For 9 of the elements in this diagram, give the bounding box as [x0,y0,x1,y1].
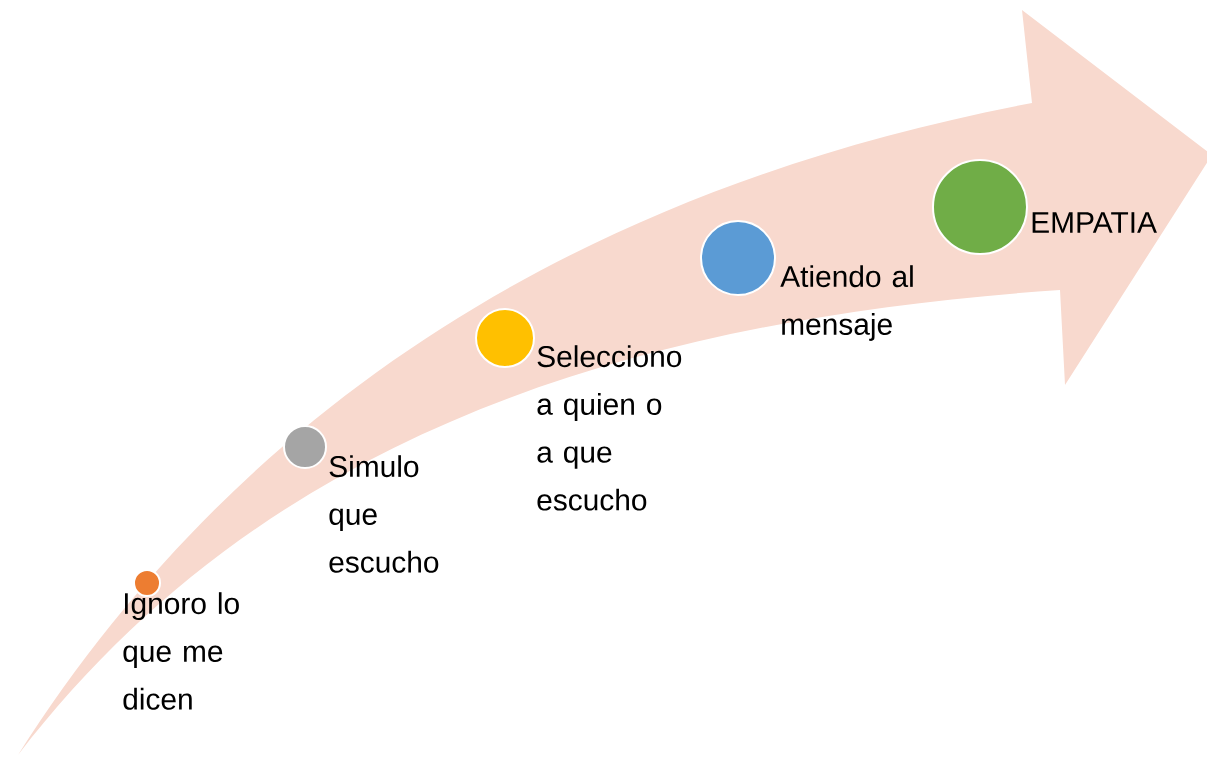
step-circle [700,220,776,296]
step-label: Selecciono a quien o a que escucho [537,345,682,511]
step-label: Ignoro lo que me dicen [123,592,239,710]
step-label: Atiendo al mensaje [780,265,913,341]
step-label: Simulo que escucho [329,455,439,573]
step-circle [932,159,1028,255]
step-circle [283,425,327,469]
step-circle [475,308,535,368]
step-label: EMPATIA [1032,212,1157,233]
